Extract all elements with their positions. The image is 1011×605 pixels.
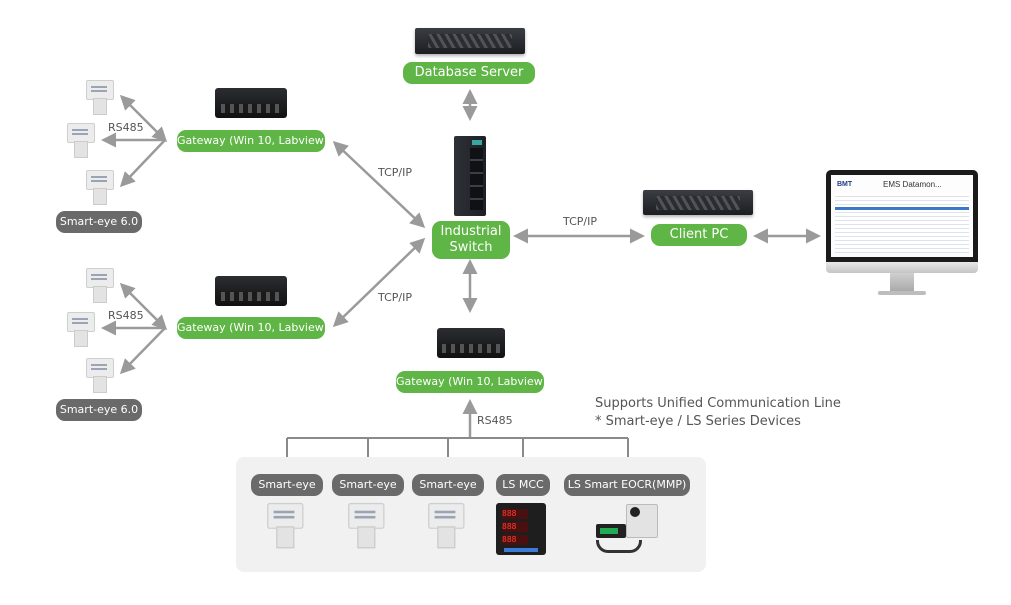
ls-eocr-device-icon [596,504,658,554]
monitor-screen: BMT EMS Datamon... [831,175,973,257]
device-label: LS MCC [496,474,550,496]
monitor-logo: BMT [837,181,853,188]
database-server-image [415,28,525,54]
rs485-label-middle: RS485 [108,309,144,322]
device-label: LS Smart EOCR(MMP) [564,474,690,496]
unified-line-note: Supports Unified Communication Line * Sm… [595,395,841,431]
smart-eye-device-icon [428,502,465,549]
smart-eye-sensor-icon [67,312,95,347]
rs485-link [119,94,168,143]
smart-eye-sensor-icon [86,80,114,115]
rs485-label-top: RS485 [108,121,144,134]
monitor-image: BMT EMS Datamon... [826,170,978,298]
rs485-link [119,282,168,331]
smart-eye-sensor-icon [86,358,114,393]
industrial-switch-label-2: Switch [449,240,493,255]
smart-eye-group-middle-label: Smart-eye 6.0 [56,399,142,421]
smart-eye-sensor-icon [86,170,114,205]
smart-eye-device-icon [348,502,385,549]
gateway-top-node[interactable]: Gateway (Win 10, Labview) [177,130,328,152]
database-server-node[interactable]: Database Server [403,62,535,84]
tcpip-label-middle: TCP/IP [378,291,412,304]
monitor-app-title: EMS Datamon... [883,180,942,189]
gateway-top-image [215,88,287,118]
gateway-bottom-image [437,328,505,358]
industrial-switch-node[interactable]: Industrial Switch [432,221,510,259]
rs485-link [119,327,166,375]
ls-mcc-meter-icon: 888 888 888 [496,503,546,555]
rs485-link [119,139,166,188]
note-line-1: Supports Unified Communication Line [595,396,841,411]
tcpip-link-top [332,140,426,229]
tcpip-label-client: TCP/IP [563,215,597,228]
client-pc-image [643,190,753,215]
client-pc-node[interactable]: Client PC [651,224,747,246]
gateway-middle-node[interactable]: Gateway (Win 10, Labview) [177,317,328,339]
rs485-label-bottom: RS485 [477,414,513,427]
gateway-middle-image [215,276,287,306]
device-label: Smart-eye [332,474,404,496]
gateway-bottom-node[interactable]: Gateway (Win 10, Labview) [396,371,547,393]
tcpip-label-top: TCP/IP [378,166,412,179]
smart-eye-sensor-icon [86,268,114,303]
smart-eye-sensor-icon [67,123,95,158]
industrial-switch-image [454,136,486,216]
device-label: Smart-eye [412,474,484,496]
smart-eye-device-icon [267,502,304,549]
note-line-2: * Smart-eye / LS Series Devices [595,414,801,429]
industrial-switch-label-1: Industrial [440,224,502,239]
device-label: Smart-eye [251,474,323,496]
smart-eye-group-top-label: Smart-eye 6.0 [56,211,142,233]
tcpip-link-middle [332,237,426,328]
